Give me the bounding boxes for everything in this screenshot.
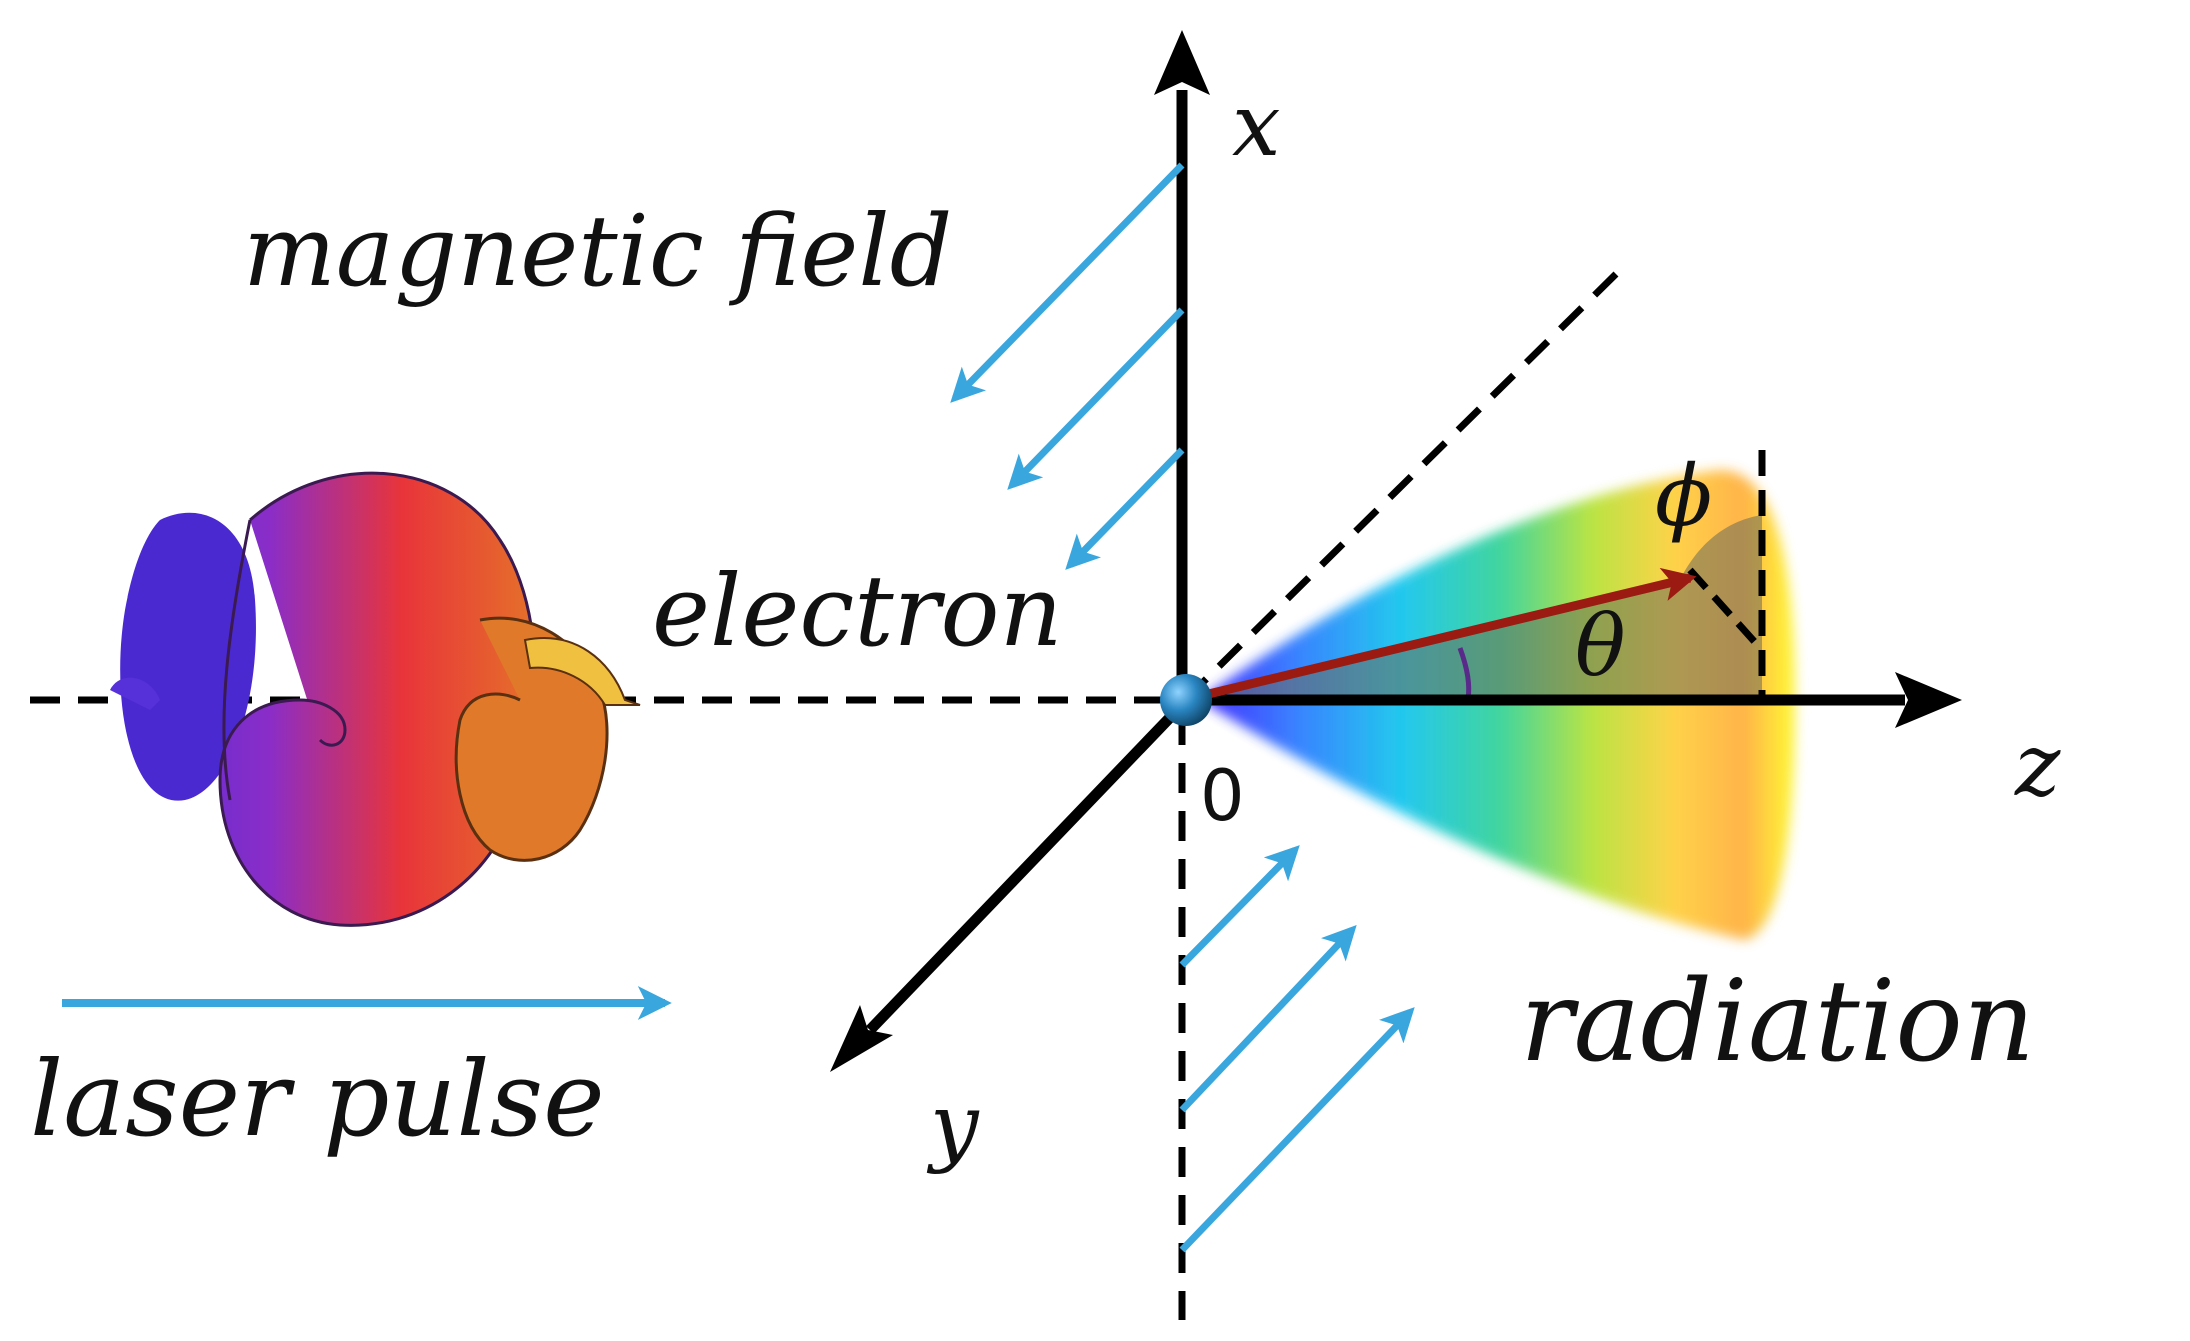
radiation-direction-vector: [1190, 567, 1697, 703]
angle-wedge: [1185, 515, 1762, 700]
dashed-guides: [30, 267, 1623, 1320]
theta-label: θ: [1575, 597, 1626, 695]
phi-label: ϕ: [1655, 447, 1712, 545]
x-axis-arrowhead: [1154, 30, 1210, 95]
field-arrow: [1007, 307, 1185, 490]
y-axis-label: y: [926, 1076, 980, 1176]
diagonal-dashed: [1182, 267, 1623, 703]
electron-sphere-icon: [1160, 674, 1212, 726]
radiation-label: radiation: [1520, 957, 2035, 1087]
electron-label: electron: [652, 555, 1063, 669]
laser-pulse-helix: [110, 471, 641, 927]
axes: [830, 30, 1962, 1072]
laser-pulse-label: laser pulse: [30, 1038, 605, 1160]
labels: x y z 0 magnetic field electron radiatio…: [30, 76, 2061, 1176]
magnetic-field-arrows: [950, 162, 1415, 1253]
origin-label: 0: [1200, 755, 1245, 837]
field-arrow: [1179, 845, 1300, 968]
y-axis: [866, 701, 1186, 1034]
z-axis-arrowhead: [1895, 672, 1962, 728]
field-arrow: [950, 162, 1185, 403]
phi-dashed-diagonal: [1687, 567, 1765, 653]
z-axis-label: z: [2014, 716, 2061, 816]
field-arrow: [1179, 1007, 1415, 1253]
field-arrow: [1065, 447, 1185, 570]
magnetic-field-label: magnetic field: [243, 195, 952, 309]
y-axis-arrowhead: [830, 1005, 893, 1072]
field-arrow: [1179, 925, 1357, 1113]
x-axis-label: x: [1232, 76, 1281, 176]
